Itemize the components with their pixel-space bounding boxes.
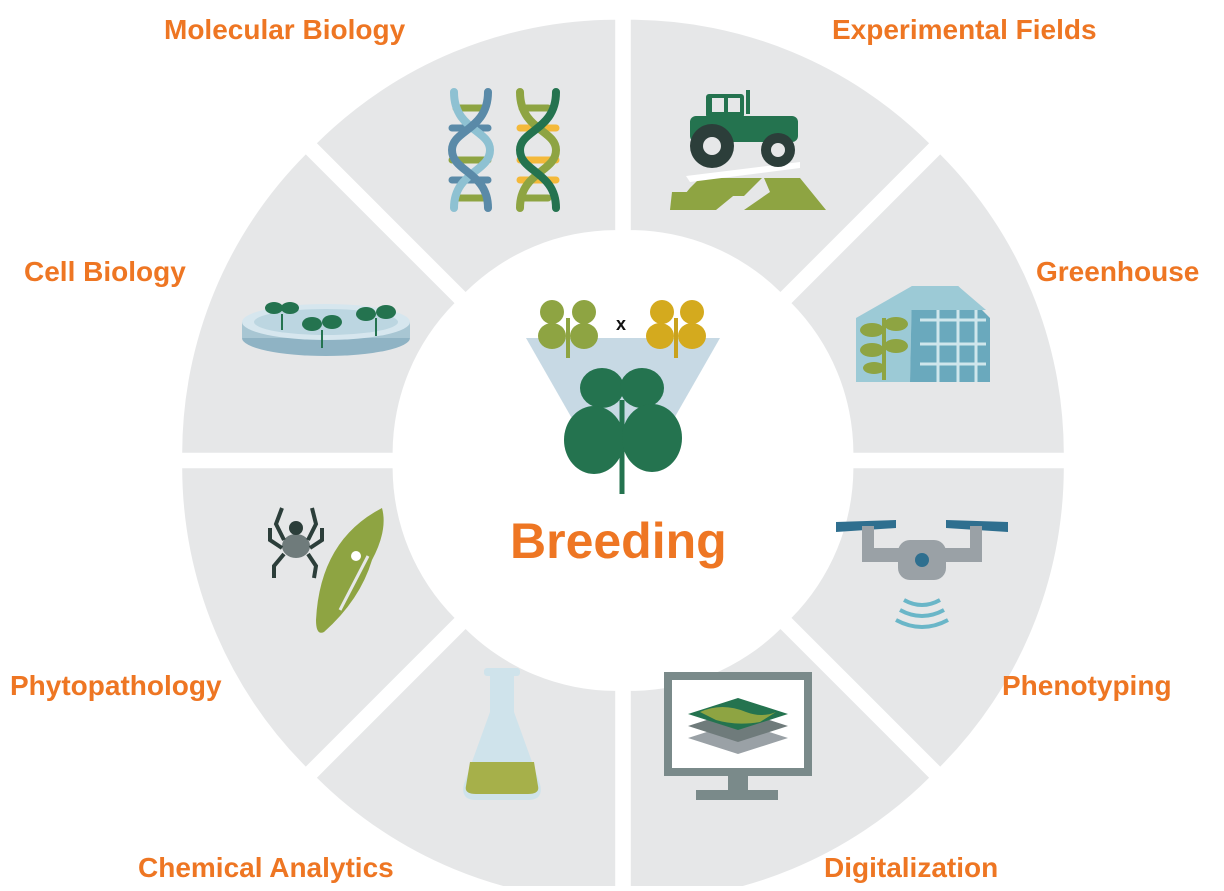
greenhouse-icon bbox=[856, 286, 990, 382]
tractor-field-icon bbox=[670, 90, 826, 210]
label-molecular-biology: Molecular Biology bbox=[164, 14, 406, 45]
segment-molecular-biology bbox=[316, 19, 616, 292]
label-digitalization: Digitalization bbox=[824, 852, 999, 883]
dna-icon bbox=[447, 88, 561, 212]
petri-dish-seedlings-icon bbox=[242, 302, 410, 356]
label-chemical-analytics: Chemical Analytics bbox=[138, 852, 394, 883]
breeding-cross-icon bbox=[526, 300, 720, 494]
label-cell-biology: Cell Biology bbox=[24, 256, 186, 287]
label-experimental-fields: Experimental Fields bbox=[832, 14, 1097, 45]
segment-cell-biology bbox=[182, 154, 455, 453]
label-phenotyping: Phenotyping bbox=[1002, 670, 1172, 701]
monitor-map-icon bbox=[664, 672, 812, 800]
pest-leaf-icon bbox=[268, 507, 384, 633]
cross-symbol: x bbox=[616, 314, 627, 334]
label-greenhouse: Greenhouse bbox=[1036, 256, 1200, 287]
label-phytopathology: Phytopathology bbox=[10, 670, 222, 701]
center-label-breeding: Breeding bbox=[510, 513, 727, 569]
flask-icon bbox=[463, 668, 541, 800]
segment-chemical-analytics bbox=[316, 629, 616, 891]
drone-icon bbox=[836, 520, 1008, 629]
